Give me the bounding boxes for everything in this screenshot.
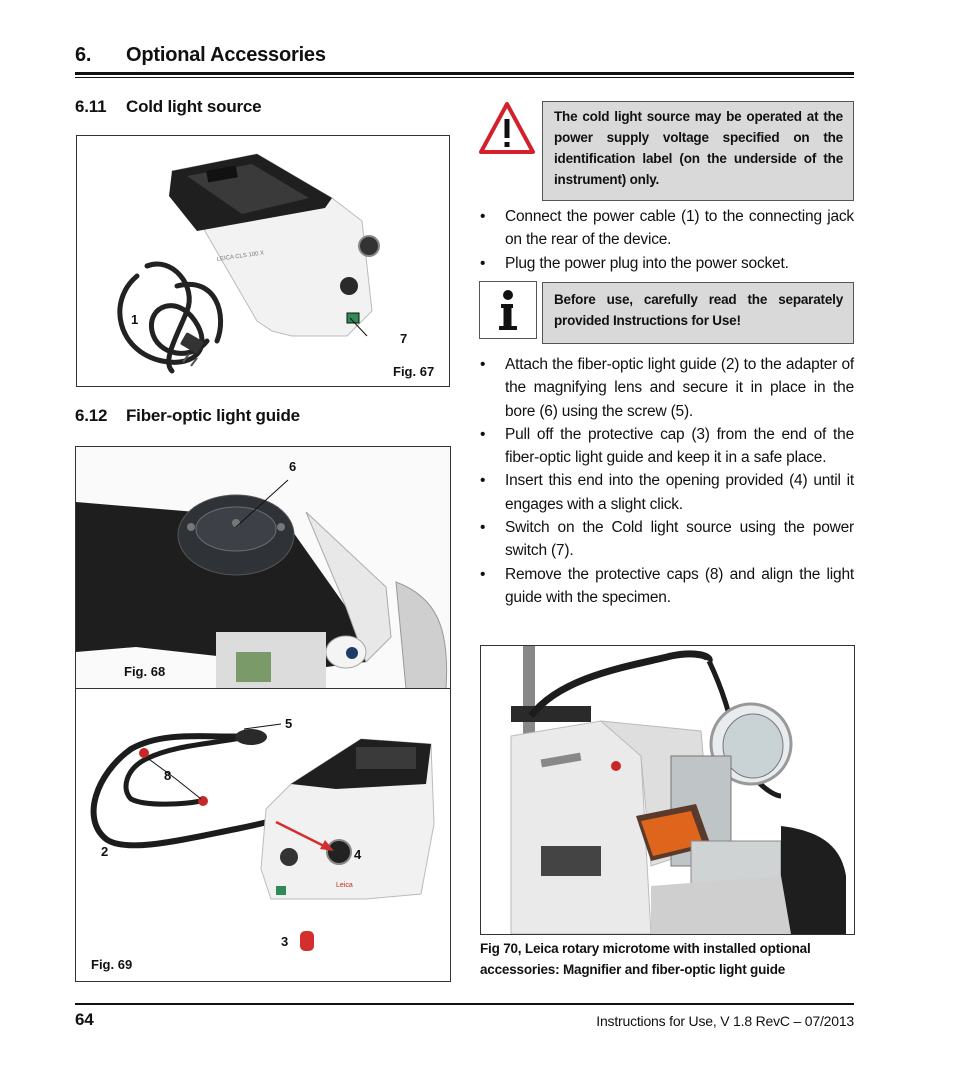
list-item: Remove the protective caps (8) and align… [478,563,854,610]
section-title: Cold light source [126,97,262,116]
callout-1: 1 [131,312,139,327]
section-number: 6.12 [75,406,108,425]
header-rule [75,72,854,75]
warning-triangle-icon [478,100,536,163]
list-item: Insert this end into the opening provide… [478,469,854,516]
list-item: Switch on the Cold light source using th… [478,516,854,563]
light-guide-and-source-image: Leica [90,723,435,951]
figure-label: Fig. 69 [91,957,133,972]
list-item: Connect the power cable (1) to the conne… [478,205,854,252]
cold-light-source-image: LEICA CLS 100 X [117,153,380,374]
figure-label: Fig. 68 [124,664,166,679]
callout-6: 6 [289,459,297,474]
warning-note: The cold light source may be operated at… [542,101,854,201]
figure-67: LEICA CLS 100 X 1 7 Fig. 67 [76,135,450,387]
chapter-title: Optional Accessories [126,44,326,66]
info-note: Before use, carefully read the separatel… [542,282,854,344]
footer-doc-info: Instructions for Use, V 1.8 RevC – 07/20… [596,1013,854,1029]
chapter-heading: 6. Optional Accessories [75,44,326,67]
callout-8: 8 [164,768,172,783]
section-heading-cold-light: 6.11 Cold light source [75,97,262,117]
section-title: Fiber-optic light guide [126,406,300,425]
callout-7: 7 [400,331,408,346]
magnifier-adapter-image [76,447,450,689]
figure-68: 6 Fig. 68 [75,446,451,690]
callout-3: 3 [281,934,289,949]
list-item: Attach the fiber-optic light guide (2) t… [478,353,854,423]
list-item: Pull off the protective cap (3) from the… [478,423,854,470]
microtome-with-accessories-image [510,646,846,934]
section-heading-fiber-optic: 6.12 Fiber-optic light guide [75,406,300,426]
callout-2: 2 [101,844,109,859]
svg-text:Leica: Leica [336,882,353,889]
callout-4: 4 [354,847,362,862]
chapter-number: 6. [75,44,92,66]
info-icon [479,281,537,339]
figure-69: Leica 5 8 2 4 3 Fig. 69 [75,688,451,982]
header-rule-thin [75,77,854,78]
bullet-list-install: Attach the fiber-optic light guide (2) t… [478,353,854,609]
callout-5: 5 [285,716,293,731]
figure-label: Fig. 67 [393,364,435,379]
bullet-list-connect: Connect the power cable (1) to the conne… [478,205,854,275]
list-item: Plug the power plug into the power socke… [478,252,854,276]
page-number: 64 [75,1010,94,1029]
figure-70 [480,645,855,935]
footer-rule [75,1003,854,1005]
section-number: 6.11 [75,97,107,116]
figure-70-caption: Fig 70, Leica rotary microtome with inst… [480,941,811,977]
